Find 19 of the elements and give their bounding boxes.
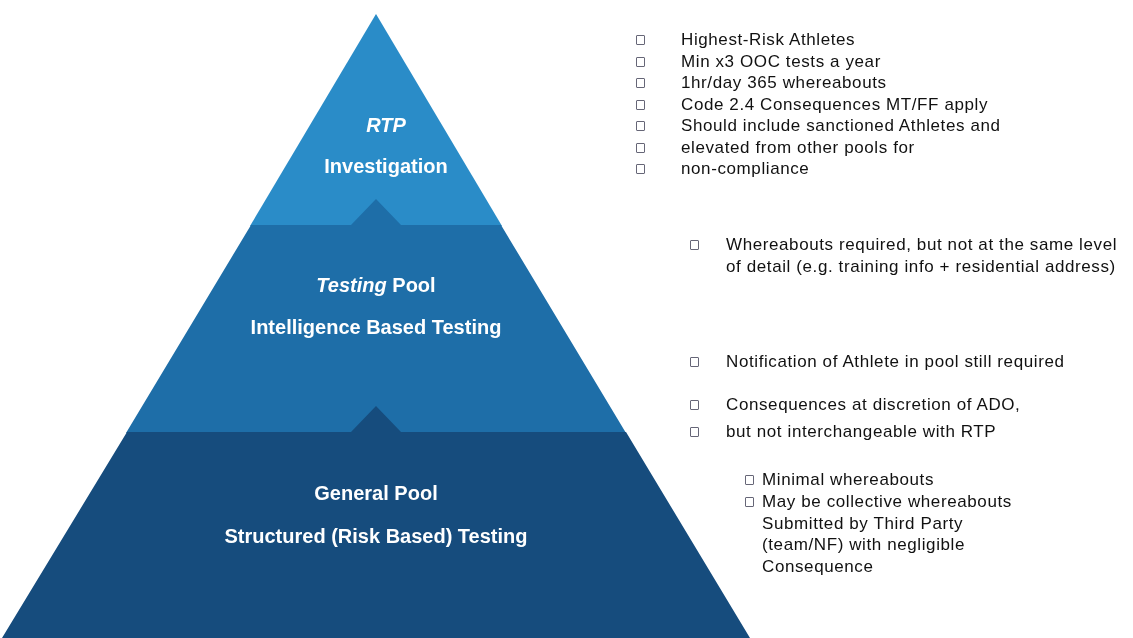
list-item: but not interchangeable with RTP (726, 421, 998, 443)
list-item: Should include sanctioned Athletes and (681, 115, 1002, 137)
tier-subtitle: Structured (Risk Based) Testing (224, 525, 528, 548)
list-item: elevated from other pools for (681, 136, 916, 158)
tier-title: Testing Pool (316, 274, 436, 297)
list-item: Whereabouts required, but not at the same level of detail (e.g. training info + residential address) (726, 234, 1119, 277)
list-item: Code 2.4 Consequences MT/FF apply (681, 93, 990, 115)
list-item: Notification of Athlete in pool still required (726, 351, 1066, 373)
list-item: Minimal whereabouts (762, 469, 936, 491)
list-item: Min x3 OOC tests a year (681, 50, 882, 72)
list-item: non-compliance (681, 158, 811, 180)
list-item: Highest-Risk Athletes (681, 29, 857, 51)
tier-title: RTP (366, 114, 406, 137)
list-item: May be collective whereabouts Submitted by Third Party (team/NF) with negligible Consequence (762, 491, 1013, 577)
tier-subtitle: Investigation (324, 155, 448, 178)
tier-subtitle: Intelligence Based Testing (250, 316, 502, 339)
list-item: 1hr/day 365 whereabouts (681, 72, 888, 94)
tier-title: General Pool (314, 482, 438, 505)
list-item: Consequences at discretion of ADO, (726, 394, 1022, 416)
